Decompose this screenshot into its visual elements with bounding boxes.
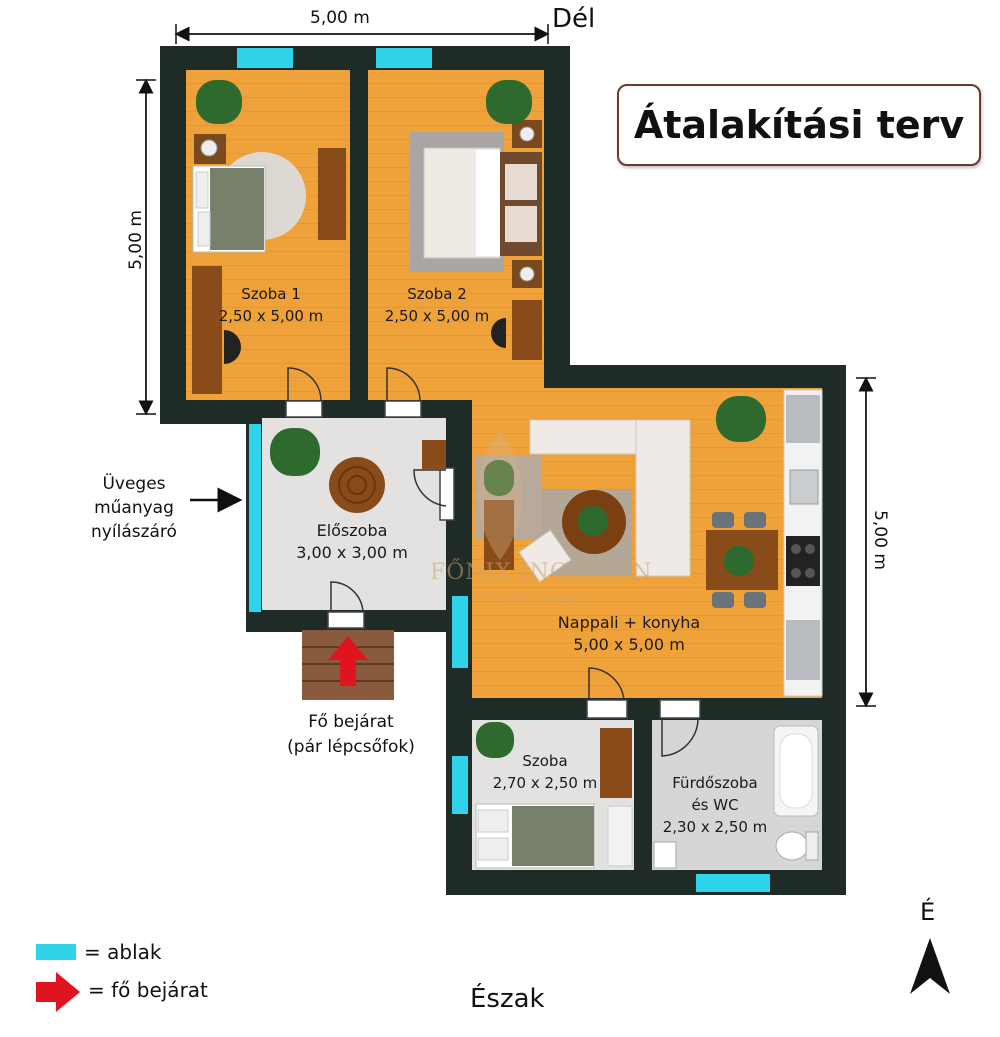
room-size: 3,00 x 3,00 m bbox=[296, 543, 408, 562]
window bbox=[237, 48, 293, 68]
orientation-south: Dél bbox=[552, 4, 596, 34]
page-title: Átalakítási terv bbox=[633, 103, 965, 147]
room-name: Szoba 1 bbox=[241, 285, 301, 303]
room-size: 2,50 x 5,00 m bbox=[384, 307, 490, 325]
room-name: Nappali + konyha bbox=[557, 613, 701, 632]
room-size: 5,00 x 5,00 m bbox=[573, 635, 685, 654]
glass-door-annotation: Üveges műanyag nyílászáró bbox=[82, 472, 186, 544]
furniture-szoba-2 bbox=[410, 80, 542, 360]
doors bbox=[285, 367, 701, 757]
annotation-line: nyílászáró bbox=[91, 522, 177, 542]
annotation-line: műanyag bbox=[94, 498, 174, 518]
entrance-annotation: Fő bejárat (pár lépcsőfok) bbox=[276, 710, 426, 760]
legend-window-label: = ablak bbox=[84, 940, 162, 964]
room-size: 2,50 x 5,00 m bbox=[218, 307, 324, 325]
annotation-line: (pár lépcsőfok) bbox=[287, 737, 415, 757]
legend-entrance-arrow-icon bbox=[36, 972, 80, 1012]
furniture-szoba-3 bbox=[475, 722, 633, 869]
entrance-steps bbox=[302, 630, 394, 700]
room-szoba-2: Szoba 2 2,50 x 5,00 m bbox=[362, 283, 512, 327]
legend-entrance-label: = fő bejárat bbox=[88, 978, 208, 1002]
compass-letter: É bbox=[920, 898, 936, 926]
orientation-north: Észak bbox=[470, 984, 545, 1014]
watermark-tagline: OTTHON ÉRTÉK. BIZALOM. bbox=[472, 594, 592, 604]
furniture-szoba-1 bbox=[192, 80, 346, 394]
room-name: Előszoba bbox=[316, 521, 388, 540]
window bbox=[452, 756, 468, 814]
furniture-furdoszoba bbox=[653, 725, 819, 869]
legend-symbols bbox=[36, 944, 80, 1012]
dimension-lines bbox=[136, 24, 876, 708]
room-name-2: és WC bbox=[691, 796, 739, 814]
windows bbox=[237, 48, 770, 892]
watermark-logo bbox=[477, 430, 523, 560]
window bbox=[696, 874, 770, 892]
furniture-nappali bbox=[476, 389, 823, 697]
room-szoba-1: Szoba 1 2,50 x 5,00 m bbox=[196, 283, 346, 327]
legend-window-swatch bbox=[36, 944, 76, 960]
dimension-top: 5,00 m bbox=[310, 8, 370, 28]
room-furdoszoba: Fürdőszoba és WC 2,30 x 2,50 m bbox=[650, 772, 780, 838]
annotation-line: Üveges bbox=[102, 474, 166, 494]
room-nappali-konyha: Nappali + konyha 5,00 x 5,00 m bbox=[534, 612, 724, 656]
room-size: 2,70 x 2,50 m bbox=[492, 774, 598, 792]
furniture-eloszoba bbox=[270, 428, 446, 513]
room-szoba-3: Szoba 2,70 x 2,50 m bbox=[480, 750, 610, 794]
title-box: Átalakítási terv bbox=[617, 84, 981, 166]
room-size: 2,30 x 2,50 m bbox=[662, 818, 768, 836]
room-eloszoba: Előszoba 3,00 x 3,00 m bbox=[272, 520, 432, 564]
annotation-line: Fő bejárat bbox=[308, 712, 394, 732]
dimension-left: 5,00 m bbox=[126, 210, 146, 270]
window bbox=[376, 48, 432, 68]
window bbox=[249, 424, 261, 612]
dimension-right: 5,00 m bbox=[870, 510, 890, 570]
window bbox=[452, 596, 468, 668]
room-name: Szoba 2 bbox=[407, 285, 467, 303]
room-name: Szoba bbox=[522, 752, 568, 770]
compass-arrow-icon bbox=[910, 938, 950, 994]
room-name: Fürdőszoba bbox=[672, 774, 758, 792]
watermark-name: FŐNIX INGATLAN bbox=[430, 560, 653, 585]
